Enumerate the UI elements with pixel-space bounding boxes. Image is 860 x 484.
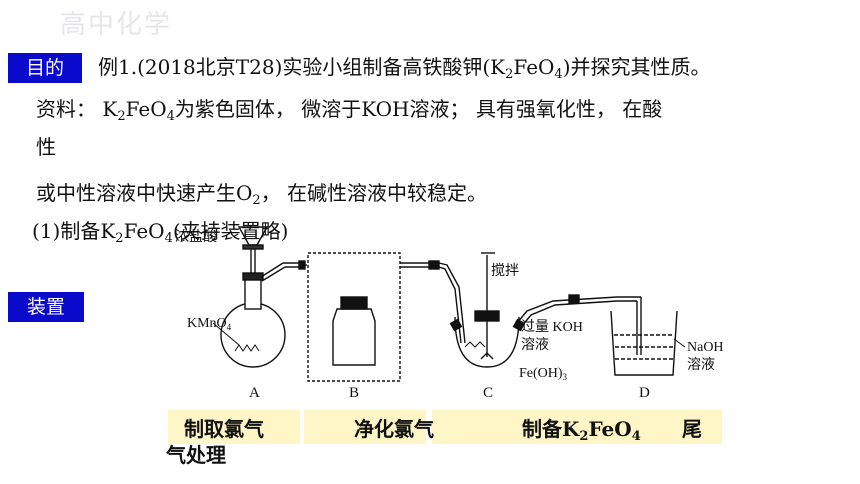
svg-text:溶液: 溶液 <box>687 357 715 373</box>
svg-text:KMnO4: KMnO4 <box>187 316 232 332</box>
step-bar-3 <box>432 410 722 444</box>
apparatus-diagram: KMnO4 浓盐酸 搅拌 过量 KOH 溶液 Fe(OH)3 NaOH 溶液 A… <box>175 226 724 401</box>
step-bar-2 <box>304 410 426 444</box>
svg-text:NaOH: NaOH <box>687 340 724 355</box>
reference-line-2: 性 <box>36 135 56 159</box>
stopper-a <box>242 272 264 281</box>
step-bar-1 <box>168 410 300 444</box>
box-b <box>307 252 401 382</box>
svg-text:D: D <box>639 385 650 401</box>
flask-a <box>220 302 286 368</box>
svg-text:Fe(OH)3: Fe(OH)3 <box>519 366 568 382</box>
beaker-d <box>610 310 678 376</box>
svg-text:过量 KOH: 过量 KOH <box>521 319 583 335</box>
svg-text:B: B <box>349 385 359 401</box>
bottle-b <box>332 308 376 366</box>
flask-c <box>454 316 520 368</box>
part1-heading: (1)制备K2FeO4(夹持装置略) <box>32 219 289 246</box>
example-heading: 例1.(2018北京T28)实验小组制备高铁酸钾(K2FeO4)并探究其性质。 <box>98 55 711 82</box>
reference-line-1: 资料： K2FeO4为紫色固体， 微溶于KOH溶液； 具有强氧化性， 在酸 <box>36 97 663 124</box>
svg-text:浓盐酸: 浓盐酸 <box>175 229 217 245</box>
step-purify-chlorine: 净化氯气 <box>354 417 434 441</box>
watermark: 高中化学 <box>60 10 173 40</box>
step-tail-gas-a: 尾 <box>682 417 702 441</box>
svg-text:C: C <box>483 385 493 401</box>
tube-c-in <box>438 262 466 344</box>
step-prepare-product: 制备K2FeO4 <box>522 417 641 444</box>
svg-text:搅拌: 搅拌 <box>491 263 519 279</box>
device-badge: 装置 <box>8 292 84 322</box>
reference-line-3: 或中性溶液中快速产生O2， 在碱性溶液中较稳定。 <box>36 181 488 208</box>
step-tail-gas-b: 气处理 <box>166 443 226 467</box>
goal-badge: 目的 <box>8 53 82 83</box>
svg-text:A: A <box>249 385 260 401</box>
svg-text:溶液: 溶液 <box>521 337 549 353</box>
step-make-chlorine: 制取氯气 <box>184 417 264 441</box>
